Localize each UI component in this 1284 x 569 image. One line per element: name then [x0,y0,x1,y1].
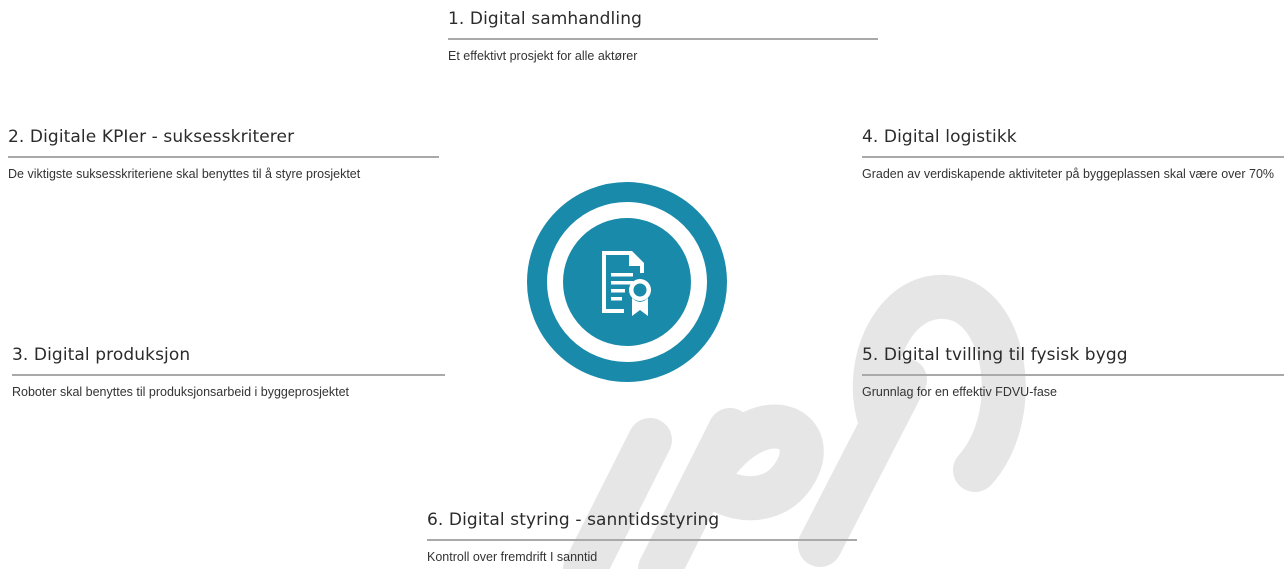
certificate-document-icon [602,251,651,316]
divider [862,374,1284,376]
divider [862,156,1284,158]
item-digital-logistikk: 4. Digital logistikk Graden av verdiskap… [862,127,1284,182]
item-digital-styring: 6. Digital styring - sanntidsstyring Kon… [427,510,857,565]
item-description: De viktigste suksesskriteriene skal beny… [8,167,361,181]
item-title: 1. Digital samhandling [448,9,642,29]
outer-ring [527,182,727,382]
item-title: 5. Digital tvilling til fysisk bygg [862,345,1128,365]
item-description: Graden av verdiskapende aktiviteter på b… [862,167,1275,181]
item-digital-samhandling: 1. Digital samhandling Et effektivt pros… [448,9,878,64]
item-title: 6. Digital styring - sanntidsstyring [427,510,720,530]
divider [448,38,878,40]
divider [427,539,857,541]
item-description: Roboter skal benyttes til produksjonsarb… [12,385,349,399]
item-description: Grunnlag for en effektiv FDVU-fase [862,385,1057,399]
item-description: Et effektivt prosjekt for alle aktører [448,49,638,63]
center-badge [527,182,727,382]
item-title: 2. Digitale KPIer - suksesskriterer [8,127,295,147]
item-title: 4. Digital logistikk [862,127,1017,147]
divider [8,156,439,158]
item-title: 3. Digital produksjon [12,345,191,365]
item-digital-tvilling: 5. Digital tvilling til fysisk bygg Grun… [862,345,1284,400]
divider [12,374,445,376]
item-description: Kontroll over fremdrift I sanntid [427,550,598,564]
item-digitale-kpier: 2. Digitale KPIer - suksesskriterer De v… [8,127,439,182]
item-digital-produksjon: 3. Digital produksjon Roboter skal benyt… [12,345,445,400]
